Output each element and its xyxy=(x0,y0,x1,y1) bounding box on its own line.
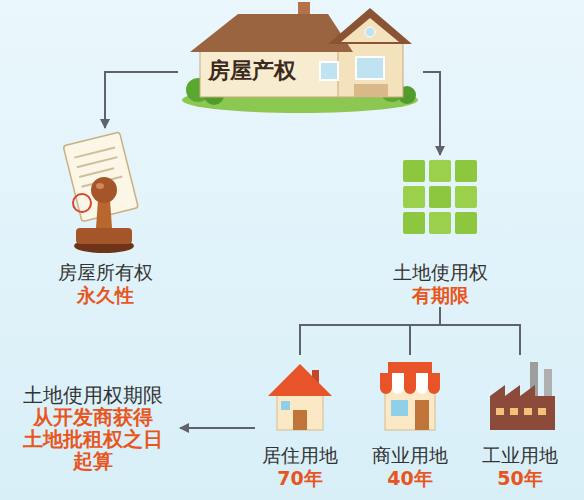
stamp-body xyxy=(76,228,132,244)
door xyxy=(415,400,429,430)
shop-icon xyxy=(380,362,440,430)
stamp-knob xyxy=(91,177,117,203)
grid-cell xyxy=(403,186,425,208)
node-detail: 40年 xyxy=(387,467,432,490)
connector xyxy=(105,72,178,128)
door xyxy=(293,410,307,430)
grid-cell xyxy=(403,212,425,234)
node-detail: 50年 xyxy=(497,467,542,490)
node-detail: 从开发商获得 土地批租权之日 起算 xyxy=(19,406,167,472)
node-heading: 土地使用权期限 xyxy=(23,384,163,406)
house-illustration xyxy=(182,2,418,113)
note-node: 土地使用权期限从开发商获得 土地批租权之日 起算 xyxy=(5,380,180,476)
stamp-neck xyxy=(96,200,112,228)
window xyxy=(365,27,375,37)
factory-body xyxy=(490,385,555,430)
land-right-node: 土地使用权有期限 xyxy=(380,155,500,307)
factory-windows xyxy=(496,408,546,415)
awning-white xyxy=(392,373,428,394)
grid-cell xyxy=(429,212,451,234)
node-heading: 房屋产权 xyxy=(208,58,296,84)
house-node: 房屋产权 xyxy=(178,2,423,114)
node-heading: 工业用地 xyxy=(482,444,558,467)
chimney xyxy=(544,369,552,396)
shop-wall xyxy=(385,388,435,430)
highlight xyxy=(96,183,104,189)
stamp-icon xyxy=(63,132,138,253)
node-heading: 居住用地 xyxy=(262,444,338,467)
window xyxy=(391,400,408,416)
connector xyxy=(423,72,440,155)
node-detail: 有期限 xyxy=(412,284,469,307)
grid-cell xyxy=(455,212,477,234)
connector xyxy=(300,307,440,355)
grid-cell xyxy=(429,160,451,182)
node-heading: 房屋所有权 xyxy=(58,261,153,284)
connector xyxy=(440,307,520,355)
window xyxy=(320,62,338,80)
node-detail: 永久性 xyxy=(77,284,134,307)
node-detail: 70年 xyxy=(277,467,322,490)
window xyxy=(356,57,384,79)
grid-cell xyxy=(455,186,477,208)
factory-icon xyxy=(490,362,555,430)
gable-wall xyxy=(341,18,399,42)
land-use-node: 居住用地70年 xyxy=(255,355,345,490)
roof xyxy=(268,364,332,396)
land-use-node: 工业用地50年 xyxy=(475,355,565,490)
node-heading: 商业用地 xyxy=(372,444,448,467)
connector xyxy=(180,427,255,429)
grid-cell xyxy=(403,160,425,182)
land-grid-icon xyxy=(403,160,477,234)
house-wall xyxy=(277,393,323,430)
home-icon xyxy=(268,364,332,430)
roof xyxy=(190,14,353,52)
grid-cell xyxy=(429,186,451,208)
seal-mark xyxy=(73,194,91,212)
awning-red xyxy=(380,373,440,394)
connector xyxy=(410,307,440,355)
shop-sign xyxy=(388,362,432,373)
gable-roof xyxy=(328,8,412,44)
ownership-node: 房屋所有权永久性 xyxy=(40,128,170,307)
window xyxy=(281,401,290,410)
node-heading: 土地使用权 xyxy=(393,261,488,284)
land-use-node: 商业用地40年 xyxy=(365,355,455,490)
grid-cell xyxy=(455,160,477,182)
house-wall xyxy=(200,47,348,97)
door xyxy=(354,84,388,97)
